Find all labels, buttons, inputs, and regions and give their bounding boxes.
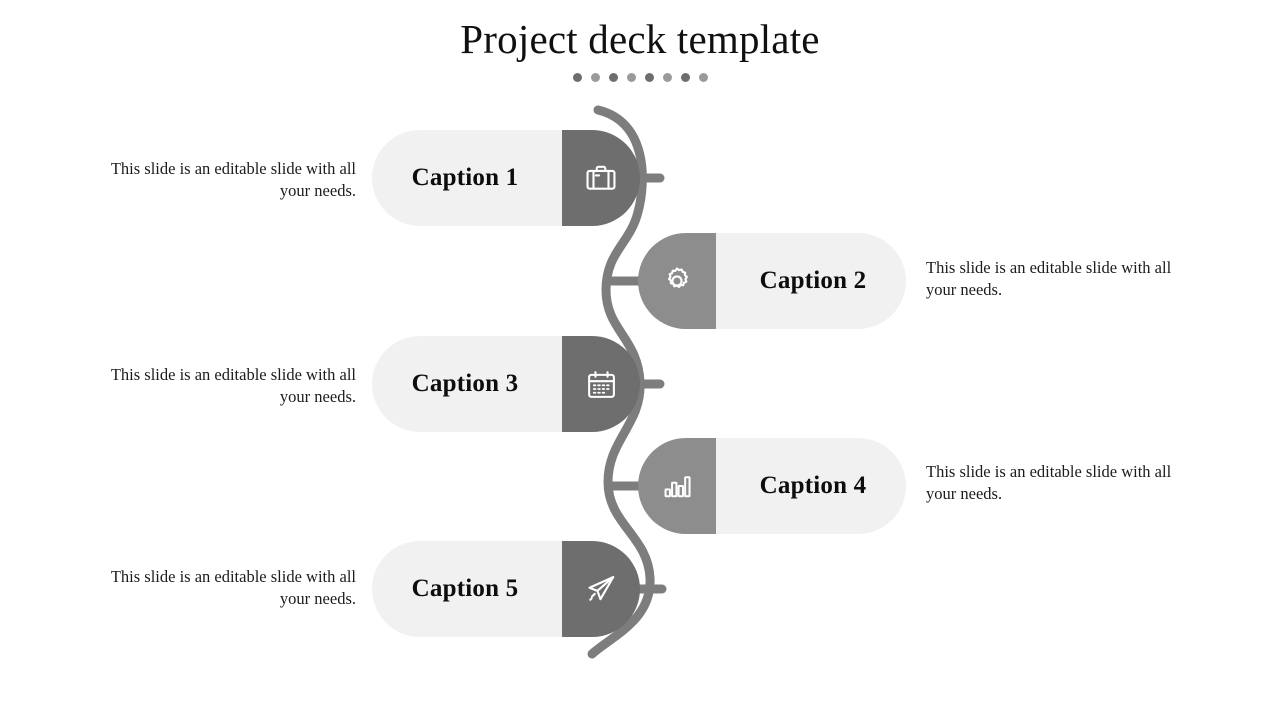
calendar-icon [587,370,615,398]
step-row-2: Caption 2 [638,233,906,329]
decorative-dot-3 [608,72,618,82]
step-caption-4: Caption 4 [759,472,867,499]
title-block: Project deck template [0,14,1280,83]
step-caption-cell-2: Caption 2 [716,233,906,329]
page-title: Project deck template [460,16,820,62]
step-caption-cell-1: Caption 1 [372,130,562,226]
decorative-dot-5 [644,72,654,82]
decorative-dot-2 [590,72,600,82]
step-capsule-4[interactable]: Caption 4 [638,438,906,534]
step-row-5: Caption 5 [372,541,640,637]
step-capsule-2[interactable]: Caption 2 [638,233,906,329]
gear-icon [668,267,688,289]
step-row-3: Caption 3 [372,336,640,432]
briefcase-icon [586,165,616,190]
step-icon-cell-5 [562,541,640,637]
step-caption-5: Caption 5 [411,575,519,602]
step-row-4: Caption 4 [638,438,906,534]
step-caption-3: Caption 3 [411,370,519,397]
step-icon-cell-4 [638,438,716,534]
step-description-2: This slide is an editable slide with all… [926,258,1172,299]
step-row-1: Caption 1 [372,130,640,226]
decorative-dot-1 [572,72,582,82]
step-description-3: This slide is an editable slide with all… [110,365,356,406]
step-description-1: This slide is an editable slide with all… [110,159,356,200]
step-caption-cell-3: Caption 3 [372,336,562,432]
step-icon-cell-1 [562,130,640,226]
decorative-dot-6 [662,72,672,82]
step-icon-cell-2 [638,233,716,329]
paper-plane-icon [588,576,615,601]
decorative-dot-7 [680,72,690,82]
step-capsule-5[interactable]: Caption 5 [372,541,640,637]
step-description-5: This slide is an editable slide with all… [110,567,356,608]
step-capsule-3[interactable]: Caption 3 [372,336,640,432]
step-caption-2: Caption 2 [759,267,867,294]
step-caption-1: Caption 1 [411,164,519,191]
step-icon-cell-3 [562,336,640,432]
bar-chart-icon [664,476,691,498]
step-description-4: This slide is an editable slide with all… [926,462,1172,503]
decorative-dot-4 [626,72,636,82]
step-capsule-1[interactable]: Caption 1 [372,130,640,226]
step-caption-cell-4: Caption 4 [716,438,906,534]
decorative-dot-row [0,71,1280,83]
decorative-dot-8 [698,72,708,82]
step-caption-cell-5: Caption 5 [372,541,562,637]
